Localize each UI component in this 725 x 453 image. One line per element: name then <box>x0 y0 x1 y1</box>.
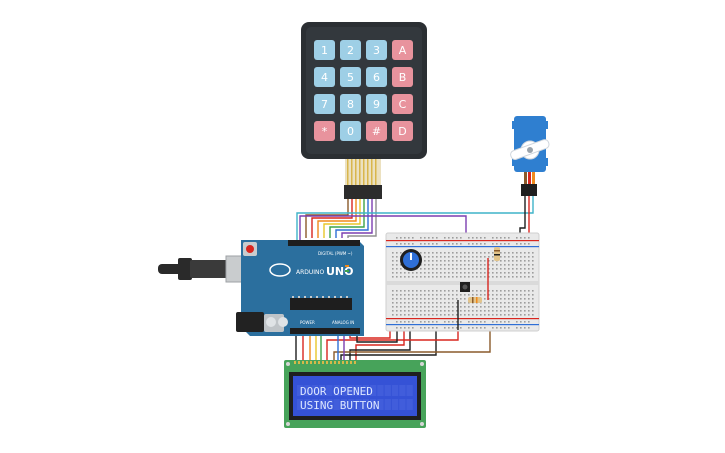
keypad-key[interactable]: C <box>392 94 413 114</box>
keypad-key[interactable]: 9 <box>366 94 387 114</box>
arduino-uno[interactable]: ARDUINO UNO DIGITAL (PWM ~) POWER ANALOG… <box>236 240 364 336</box>
breadboard-holes <box>392 237 534 329</box>
keypad-key-label: 1 <box>321 44 328 57</box>
breadboard[interactable] <box>385 232 540 332</box>
keypad-key-label: * <box>322 125 328 138</box>
keypad-key-label: D <box>398 125 406 138</box>
keypad-key-label: 6 <box>373 71 380 84</box>
power-label: POWER <box>300 320 315 325</box>
keypad-key-label: 2 <box>347 44 354 57</box>
keypad-key[interactable]: 8 <box>340 94 361 114</box>
keypad-key-label: 5 <box>347 71 354 84</box>
keypad-ribbon <box>344 159 382 199</box>
keypad-keys: 1 2 3 A 4 5 6 B 7 8 9 C * 0 # D <box>314 40 413 141</box>
microcontroller-chip <box>290 298 352 310</box>
reset-button[interactable] <box>246 245 254 253</box>
keypad-key[interactable]: 0 <box>340 121 361 141</box>
keypad-key-label: B <box>399 71 407 84</box>
servo-motor[interactable] <box>509 116 550 196</box>
resistor-2 <box>468 297 482 303</box>
keypad-key-label: # <box>372 125 381 138</box>
keypad-key[interactable]: # <box>366 121 387 141</box>
keypad-key-label: 8 <box>347 98 354 111</box>
keypad-key-label: C <box>399 98 407 111</box>
keypad-key[interactable]: 4 <box>314 67 335 87</box>
resistor-1 <box>494 247 500 261</box>
arduino-model: UNO <box>326 265 354 278</box>
arduino-brand: ARDUINO <box>296 269 325 276</box>
digital-label: DIGITAL (PWM ~) <box>318 251 353 256</box>
keypad-key-label: 3 <box>373 44 380 57</box>
lcd-line-2: USING BUTTON <box>300 399 379 412</box>
keypad-key[interactable]: 7 <box>314 94 335 114</box>
keypad-key-label: 0 <box>347 125 354 138</box>
keypad-key[interactable]: 1 <box>314 40 335 60</box>
keypad-key[interactable]: 5 <box>340 67 361 87</box>
digital-header <box>288 240 360 246</box>
keypad-key-label: 9 <box>373 98 380 111</box>
power-analog-header <box>290 328 360 334</box>
lcd-display: DOOR OPENED USING BUTTON <box>284 360 426 428</box>
keypad-key[interactable]: A <box>392 40 413 60</box>
keypad-key-label: 7 <box>321 98 328 111</box>
analog-label: ANALOG IN <box>332 320 354 325</box>
keypad-key-label: 4 <box>321 71 328 84</box>
keypad-key[interactable]: * <box>314 121 335 141</box>
keypad-key[interactable]: 2 <box>340 40 361 60</box>
keypad[interactable]: 1 2 3 A 4 5 6 B 7 8 9 C * 0 # D <box>301 22 427 199</box>
keypad-key-label: A <box>399 44 407 57</box>
keypad-key[interactable]: B <box>392 67 413 87</box>
keypad-key[interactable]: D <box>392 121 413 141</box>
keypad-key[interactable]: 6 <box>366 67 387 87</box>
keypad-key[interactable]: 3 <box>366 40 387 60</box>
push-button[interactable] <box>460 282 470 292</box>
lcd-line-1: DOOR OPENED <box>300 385 373 398</box>
potentiometer[interactable] <box>400 249 422 271</box>
